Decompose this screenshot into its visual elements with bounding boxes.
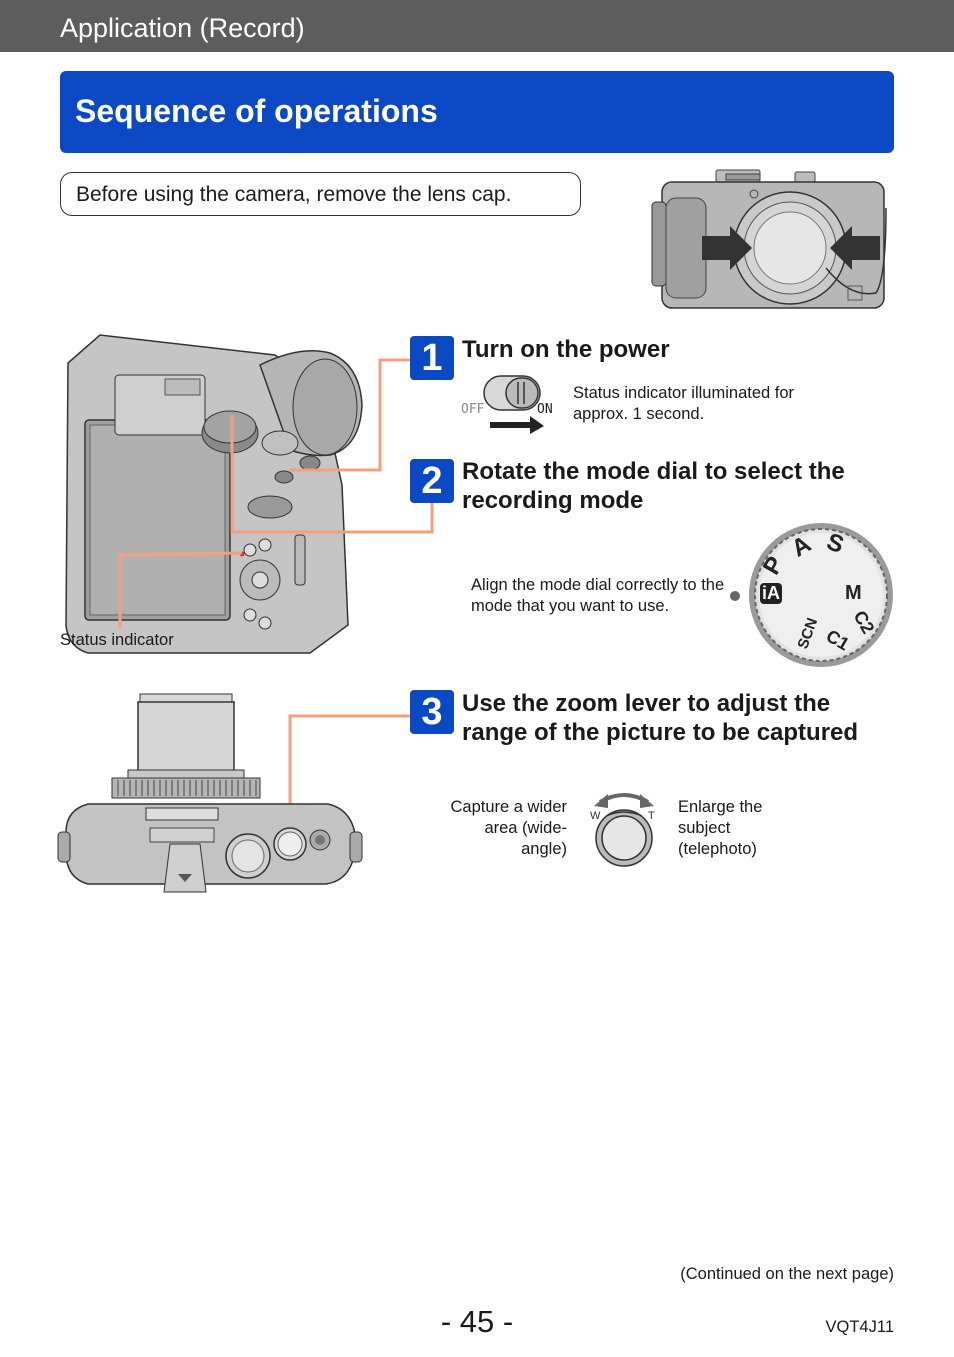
dial-pointer-dot: [730, 591, 740, 601]
mode-dial-icon: [749, 523, 893, 667]
switch-on-label: ON: [537, 402, 553, 417]
step-1-title: Turn on the power: [462, 336, 670, 363]
step-3-tele-note: Enlarge the subject (telephoto): [678, 798, 763, 858]
step-1-note: Status indicator illuminated for approx.…: [573, 384, 795, 423]
step-3-badge: 3: [410, 690, 454, 734]
page-number: - 45 -: [440, 1304, 514, 1339]
step-3-title: Use the zoom lever to adjust the range o…: [462, 690, 859, 746]
power-switch-icon: [483, 375, 544, 434]
section-title: Application (Record): [60, 13, 305, 43]
switch-off-label: OFF: [461, 402, 485, 417]
step-2-note: Align the mode dial correctly to the mod…: [471, 576, 725, 615]
lens-cap-note: Before using the camera, remove the lens…: [60, 172, 581, 216]
zoom-lever-t-label: T: [648, 810, 655, 822]
camera-back-illustration: [65, 334, 363, 654]
zoom-lever-icon: [594, 793, 654, 867]
step-2-badge: 2: [410, 459, 454, 503]
step-3-wide-note: Capture a wider area (wide-angle): [450, 798, 567, 858]
camera-top-illustration: [57, 693, 363, 893]
dial-mark-ia: iA: [760, 583, 782, 604]
section-header: Application (Record): [0, 0, 954, 52]
document-code: VQT4J11: [825, 1318, 894, 1336]
dial-mark-m: M: [845, 582, 862, 604]
step-1-badge: 1: [410, 336, 454, 380]
page-title: Sequence of operations: [75, 93, 438, 129]
step-2-title: Rotate the mode dial to select the recor…: [462, 458, 845, 514]
camera-front-illustration: [651, 169, 887, 309]
title-band: Sequence of operations: [60, 71, 894, 153]
zoom-lever-w-label: W: [590, 810, 601, 822]
continued-note: (Continued on the next page): [680, 1265, 894, 1283]
status-indicator-label: Status indicator: [60, 631, 174, 649]
